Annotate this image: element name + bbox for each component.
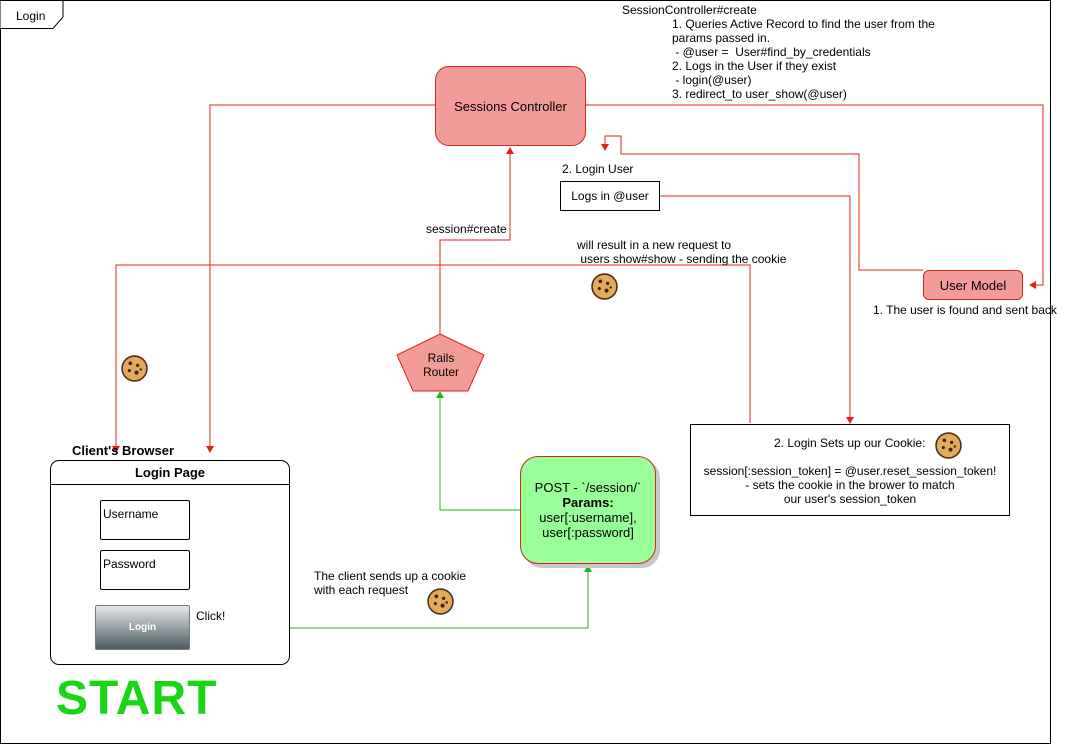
user-model-node: User Model [923,270,1023,300]
controller-note-line: - login(@user) [672,73,752,87]
cookie-icon [121,355,148,382]
sessions-controller-node: Sessions Controller [435,66,586,146]
controller-note-line: 2. Logs in the User if they exist [672,59,837,73]
user-model-note: 1. The user is found and sent back [873,303,1057,317]
login-user-step-label: 2. Login User [562,162,634,176]
diagram-tab-label: Login [16,9,46,23]
login-user-box-label: Logs in @user [571,189,649,203]
login-button-label: Login [128,622,157,633]
browser-window: Login Page [50,460,290,665]
controller-note-line: 1. Queries Active Record to find the use… [672,17,935,31]
controller-note-line: 3. redirect_to user_show(@user) [672,87,847,101]
post-request-param: user[:password] [542,525,634,540]
controller-note-title: SessionController#create [622,3,757,17]
cookie-icon [935,432,962,459]
cookie-icon [591,273,618,300]
client-cookie-note-line: with each request [314,583,409,597]
new-request-note-line: will result in a new request to [577,238,732,252]
new-request-note-line: users show#show - sending the cookie [577,252,787,266]
rails-router-label-1: Rails [427,351,455,365]
post-request-params-heading: Params: [562,495,614,510]
cookie-setup-title: 2. Login Sets up our Cookie: [774,436,926,450]
diagram-tab [0,0,64,29]
login-user-node: Logs in @user [560,181,660,211]
post-to-router-edge [436,391,520,511]
session-create-label: session#create [426,222,507,236]
login-button[interactable]: Login [95,605,190,650]
login-to-cookie-edge [660,195,854,424]
controller-to-user-model-edge [586,104,1044,289]
sessions-controller-label: Sessions Controller [454,98,567,114]
browser-caption: Client's Browser [72,443,175,458]
controller-to-browser-edge [206,104,435,453]
rails-router-shape [396,333,485,392]
login-page-title: Login Page [51,461,289,485]
login-to-post-edge [190,565,592,629]
user-model-to-login-edge [601,135,923,271]
cookie-to-browser-edge [112,264,751,453]
password-label: Password [103,557,156,571]
click-label: Click! [196,609,226,623]
post-request-param: user[:username], [539,510,637,525]
cookie-setup-line: - sets the cookie in the brower to match [745,478,955,492]
password-field[interactable]: Password [100,550,190,590]
controller-note-line: - @user = User#find_by_credentials [672,45,871,59]
username-field[interactable]: Username [100,500,190,540]
post-request-route: POST - `/session/` [534,480,642,495]
rails-router-label-2: Router [422,365,460,379]
router-to-controller-edge [439,147,514,334]
client-cookie-note-line: The client sends up a cookie [314,569,467,583]
post-request-node: POST - `/session/` Params: user[:usernam… [520,456,656,564]
start-label: START [56,672,218,725]
username-label: Username [103,507,159,521]
user-model-label: User Model [939,277,1007,293]
controller-note-line: params passed in. [672,31,771,45]
cookie-setup-line: session[:session_token] = @user.reset_se… [703,464,997,478]
cookie-icon [427,588,454,615]
cookie-setup-line: our user's session_token [783,492,917,506]
diagram-frame [0,0,1051,744]
